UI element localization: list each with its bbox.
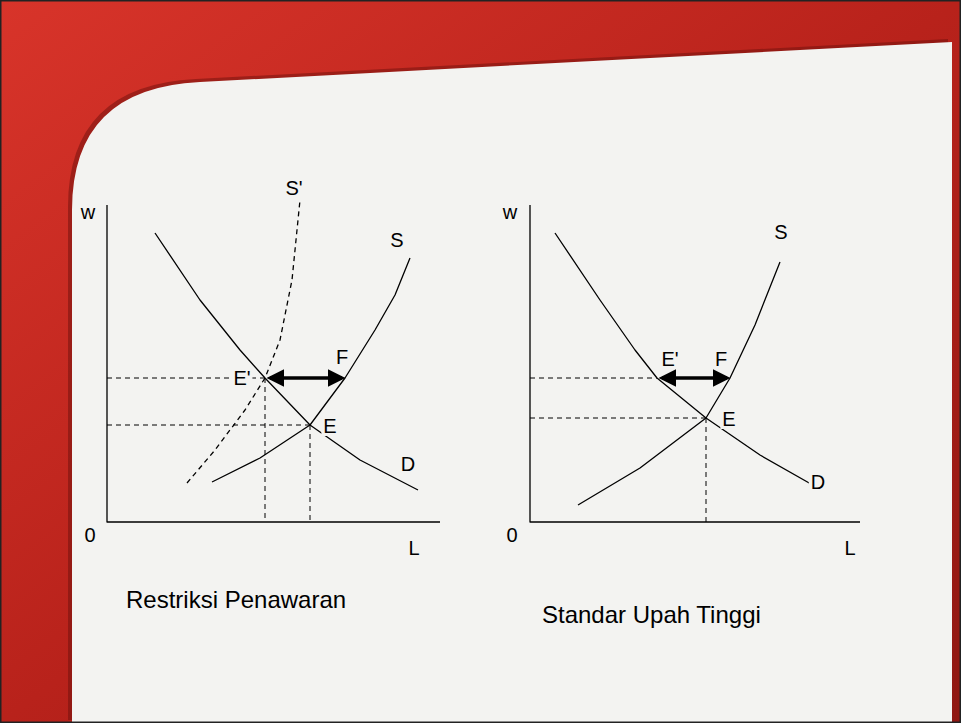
- axis-label: w: [501, 202, 519, 222]
- axis-label: 0: [82, 525, 97, 545]
- point-label: E': [659, 349, 680, 369]
- axis-label: 0: [504, 525, 519, 545]
- point-label: E': [231, 368, 252, 388]
- point-label: E: [321, 416, 338, 436]
- axis-label: L: [842, 538, 857, 558]
- axis-label: w: [79, 202, 97, 222]
- point-label: F: [334, 347, 350, 367]
- curve-label: S: [388, 230, 405, 250]
- curve-label: D: [809, 472, 827, 492]
- curve-label: S': [283, 178, 304, 198]
- graph-title: Restriksi Penawaran: [124, 588, 348, 612]
- point-label: F: [713, 349, 729, 369]
- graph-title: Standar Upah Tinggi: [540, 603, 763, 627]
- axis-label: L: [406, 538, 421, 558]
- curve-label: D: [399, 454, 417, 474]
- curve-label: S: [772, 222, 789, 242]
- point-label: E: [720, 409, 737, 429]
